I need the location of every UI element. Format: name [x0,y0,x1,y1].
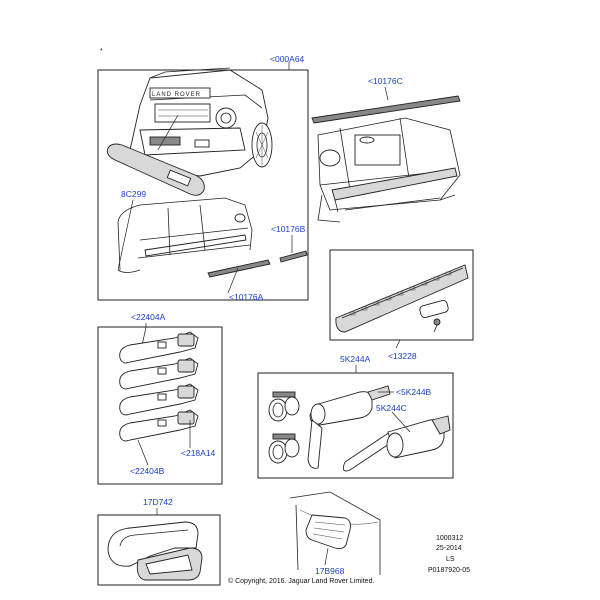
callout-000A64[interactable]: <000A64 [270,54,305,64]
step-plate-screw-part[interactable] [433,318,441,333]
door-handle-1-part[interactable] [119,331,199,364]
door-handle-2-part[interactable] [119,357,199,390]
front-side-trim-group: * <000A64 LAND ROVER [97,48,309,302]
side-vent-group: 17B968 [289,491,381,576]
leader-17B968 [324,547,329,566]
mirror-cover-inner-part[interactable] [136,547,203,581]
exhaust-group: 5K244A <5K244B 5K [257,354,454,479]
vehicle-side-illustration [117,197,253,273]
callout-10176C[interactable]: <10176C [368,76,403,86]
group-box-mirror [97,514,221,586]
callout-10176A[interactable]: <10176A [229,292,264,302]
meta-line-2: 25-2014 [436,545,462,552]
callout-5K244B[interactable]: <5K244B [396,387,432,397]
callout-22404A[interactable]: <22404A [131,312,166,322]
callout-218A14[interactable]: <218A14 [181,448,216,458]
callout-17B968[interactable]: 17B968 [315,566,345,576]
leader-10176C [384,86,389,101]
exhaust-clamp-2-part[interactable] [268,433,300,464]
group-box-rear-step [329,249,474,341]
leader-13228 [395,339,401,349]
callout-10176B[interactable]: <10176B [271,224,306,234]
illustration-metadata: 1000312 25-2014 LS P0187920-05 [428,535,470,574]
callout-5K244C[interactable]: 5K244C [376,403,407,413]
door-handle-4-part[interactable] [119,409,199,442]
roof-trim-strip-part[interactable] [311,95,461,124]
side-end-strip-part[interactable] [279,250,308,263]
vehicle-front-illustration: LAND ROVER [129,67,273,177]
rear-step-plate-part[interactable] [335,264,469,333]
side-sill-strip-part[interactable] [207,259,271,278]
leader-trim-to-car [157,114,179,151]
step-plate-pad-part[interactable] [419,300,449,319]
side-vent-part[interactable] [305,514,351,550]
mirror-cover-outer-part[interactable] [107,521,199,567]
callout-13228[interactable]: <13228 [388,351,417,361]
bonnet-badge: LAND ROVER [152,92,201,98]
meta-line-1: 1000312 [436,535,463,542]
callout-5K244A[interactable]: 5K244A [340,354,371,364]
meta-line-4: P0187920-05 [428,567,470,574]
callout-8C299[interactable]: 8C299 [121,189,146,199]
exhaust-silencer-lower-part[interactable] [342,415,451,472]
meta-line-3: LS [446,556,455,563]
exhaust-silencer-upper-part[interactable] [307,385,391,469]
small-mark: * [100,48,103,55]
leader-8C299 [117,199,134,271]
callout-22404B[interactable]: <22404B [130,466,165,476]
copyright-notice: © Copyright, 2016. Jaguar Land Rover Lim… [228,577,374,585]
leader-5K244C [391,411,411,433]
group-box-handles [97,326,223,485]
group-box-exhaust [257,372,454,479]
fender-edge [295,504,299,571]
callout-17D742[interactable]: 17D742 [143,497,173,507]
mirror-cover-group: 17D742 [97,497,221,586]
door-handle-3-part[interactable] [119,383,199,416]
leader-22404B [137,439,149,466]
exhaust-clamp-1-part[interactable] [268,391,300,422]
vehicle-rear-illustration [317,117,461,223]
door-handle-group: <22404A <218A14 <22404B [97,312,223,485]
front-bumper-trim-part[interactable] [106,143,205,196]
rear-trim-group: <10176C [311,76,474,361]
fender-outline [289,491,381,575]
leader-10176A [227,267,239,294]
